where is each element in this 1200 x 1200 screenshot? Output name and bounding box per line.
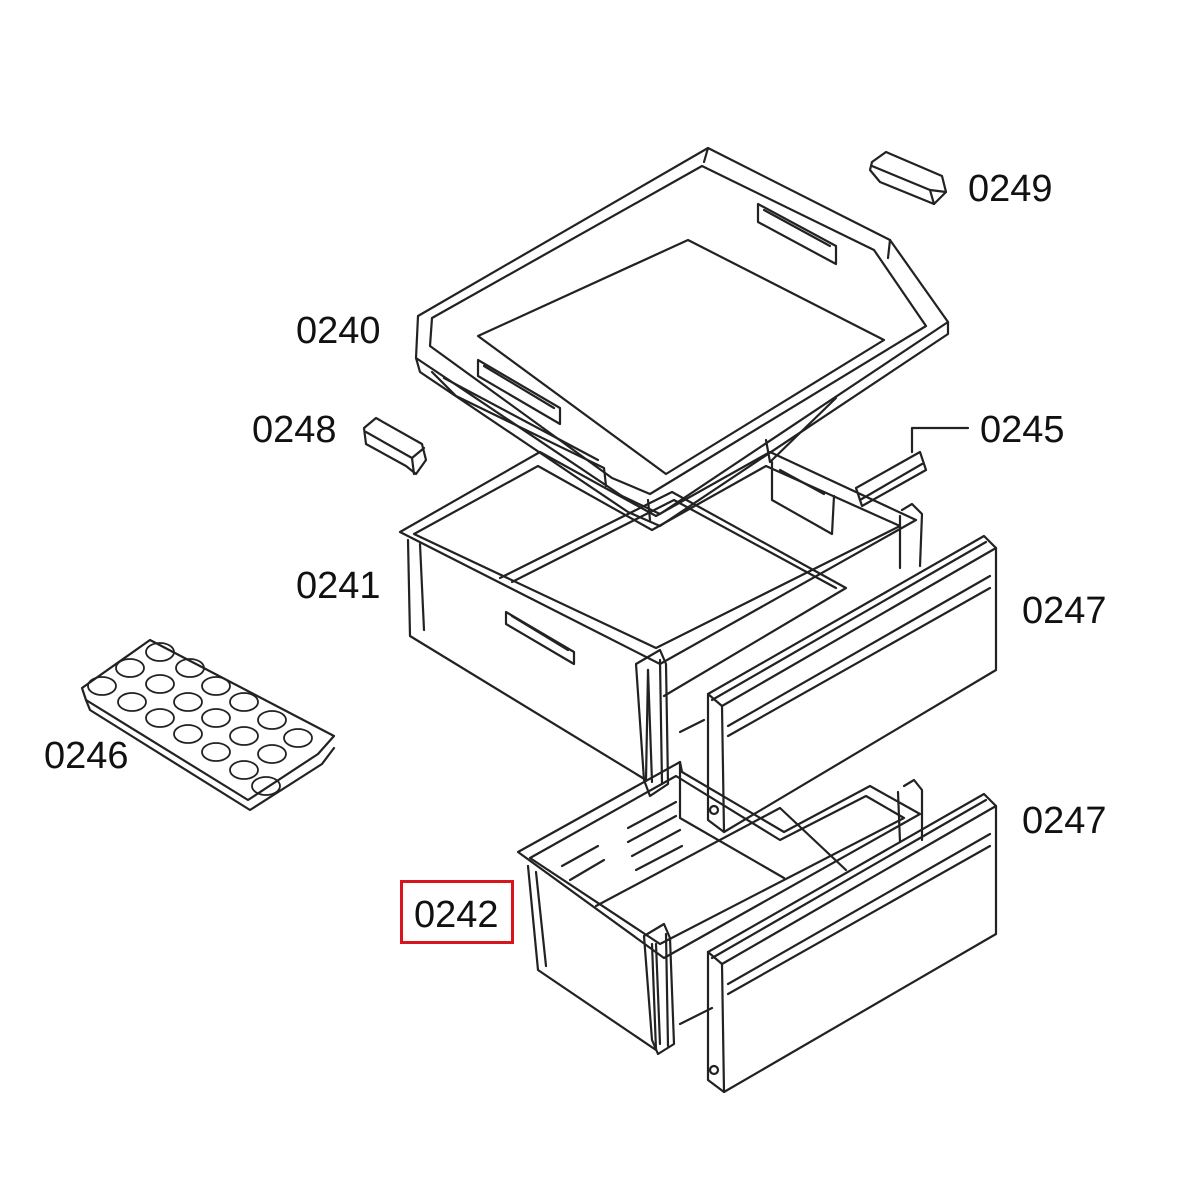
highlight-box-0242	[400, 880, 514, 944]
part-0241-drawer-basket	[398, 450, 924, 798]
part-0248-clip	[362, 416, 428, 476]
part-0246-egg-tray	[80, 638, 336, 812]
part-0240-shelf-tray	[414, 146, 950, 528]
part-0245-strip	[854, 450, 928, 508]
part-0249-clip	[868, 150, 948, 206]
part-label-0240: 0240	[296, 310, 381, 352]
part-0242-drawer-basket	[516, 760, 924, 1056]
part-label-0246: 0246	[44, 735, 129, 777]
part-label-0248: 0248	[252, 409, 337, 451]
part-label-0247-upper: 0247	[1022, 590, 1107, 632]
part-label-0249: 0249	[968, 168, 1053, 210]
part-label-0247-lower: 0247	[1022, 800, 1107, 842]
part-0247-front-panel-lower	[706, 792, 998, 1094]
part-label-0241: 0241	[296, 565, 381, 607]
part-0247-front-panel-upper	[706, 534, 998, 834]
part-label-0242: 0242	[414, 894, 499, 936]
leader-line-0245	[910, 426, 970, 454]
part-label-0245: 0245	[980, 409, 1065, 451]
